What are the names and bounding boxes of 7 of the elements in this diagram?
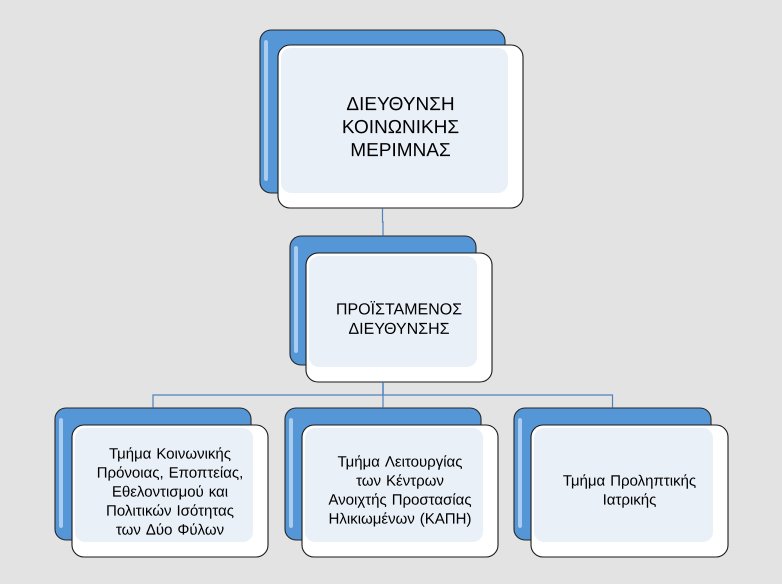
org-box: Τμήμα Προληπτικής Ιατρικής <box>513 407 729 558</box>
org-box: Τμήμα Κοινωνικής Πρόνοιας, Εποπτείας, Εθελοντισμού και Πολιτικών Ισότητας των Δύο Φύλων <box>54 407 269 558</box>
connector-line <box>382 208 384 236</box>
org-box: ΠΡΟΪΣΤΑΜΕΝΟΣ ΔΙΕΥΘΥΝΣΗΣ <box>289 235 493 383</box>
connector-line <box>382 382 614 408</box>
org-box: ΔΙΕΥΘΥΝΣΗ ΚΟΙΝΩΝΙΚΗΣ ΜΕΡΙΜΝΑΣ <box>259 29 524 209</box>
org-box: Τμήμα Λειτουργίας των Κέντρων Ανοιχτής Προστασίας Ηλικιωμένων (ΚΑΠΗ) <box>284 407 499 558</box>
